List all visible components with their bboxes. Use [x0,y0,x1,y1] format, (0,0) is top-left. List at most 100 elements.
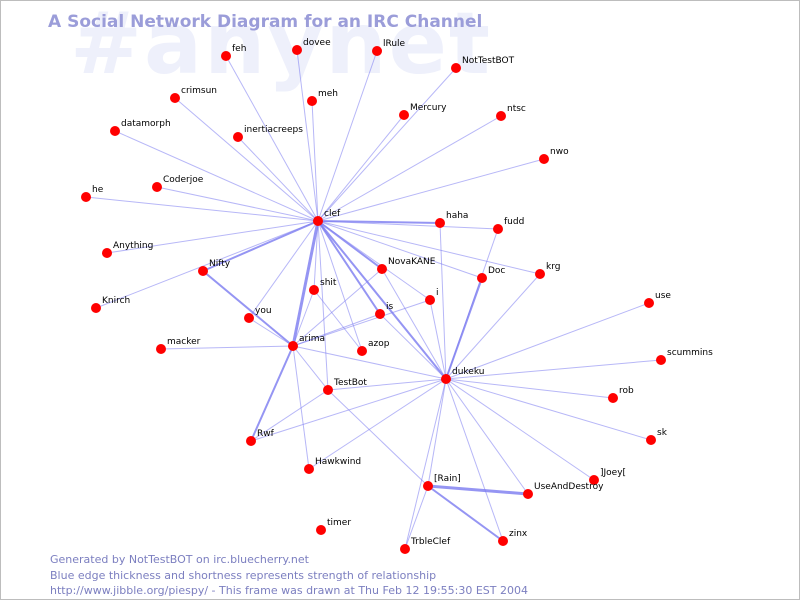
edge-clef-Nifty [202,220,319,272]
node-dot [156,344,166,354]
edge-TestBot-dukeku [327,378,447,391]
edge-[Rain]-UseAndDestroy [427,484,529,496]
node-[Rain]: [Rain] [423,474,461,491]
node-shit: shit [309,278,337,295]
node-inertiacreeps: inertiacreeps [233,125,303,142]
edge-clef-Mercury [317,114,405,222]
edge-clef-i [317,220,431,301]
node-label: datamorph [121,119,171,129]
node-lRule: lRule [372,39,406,56]
edge-clef-haha [317,220,441,224]
node-dot [535,269,545,279]
node-Rwf: Rwf [246,429,275,446]
node-label: dukeku [452,367,484,377]
node-sk: sk [646,428,668,445]
node-Nifty: Nifty [198,259,231,276]
node-dot [221,51,231,61]
node-dot [435,218,445,228]
node-dovee: dovee [292,38,331,55]
edge-TestBot-Rwf [250,389,329,442]
node-label: Doc [488,266,505,276]
edge-dukeku-sk [445,378,652,441]
node-azop: azop [357,339,390,356]
node-label: crimsun [181,86,217,96]
node-timer: timer [316,518,351,535]
edge-[Rain]-TrbleClef [404,485,429,550]
edge-dukeku-is [379,313,447,380]
edge-dukeku-Rwf [250,378,447,442]
node-dot [425,295,435,305]
node-dot [288,341,298,351]
node-dot [644,298,654,308]
node-dot [400,544,410,554]
edge-clef-TestBot [317,220,329,391]
edge-[Rain]-zinx [427,485,504,542]
node-dot [477,273,487,283]
edge-dukeku-krg [445,273,541,380]
edge-macker-arima [160,345,294,350]
node-label: Rwf [257,429,275,439]
node-fudd: fudd [493,217,524,234]
footer-timestamp: http://www.jibble.org/piespy/ - This fra… [50,584,529,597]
node-rob: rob [608,386,634,403]
edge-arima-dukeku [292,345,447,380]
node-label: Knirch [102,296,130,306]
edge-clef-feh [225,55,319,222]
node-label: fudd [504,217,524,227]
edge-you-arima [248,317,294,347]
node-Hawkwind: Hawkwind [304,457,361,474]
edge-clef-Knirch [95,220,319,309]
node-dot [523,489,533,499]
edge-dukeku-scummins [445,359,662,380]
node-label: i [436,288,439,298]
edge-arima-TestBot [292,345,329,391]
node-haha: haha [435,211,468,228]
edge-clef-krg [317,220,541,275]
node-label: ]Joey[ [600,468,626,478]
node-label: arima [299,334,325,344]
node-]Joey[: ]Joey[ [589,468,626,485]
edge-dukeku-use [445,302,650,380]
node-label: rob [619,386,634,396]
node-label: nwo [550,147,569,157]
node-dot [646,435,656,445]
node-Coderjoe: Coderjoe [152,175,204,192]
node-dot [357,346,367,356]
node-label: meh [318,89,338,99]
edge-clef-fudd [317,220,499,230]
node-label: TrbleClef [410,537,451,547]
node-dot [451,63,461,73]
node-label: NotTestBOT [462,56,515,66]
edge-clef-Anything [106,220,319,254]
node-label: scummins [667,348,713,358]
node-dot [309,285,319,295]
node-dot [539,154,549,164]
node-feh: feh [221,44,246,61]
edge-clef-dovee [296,49,319,222]
node-Knirch: Knirch [91,296,130,313]
node-clef: clef [313,209,341,226]
node-label: he [92,185,104,195]
node-dot [233,132,243,142]
edge-clef-ntsc [317,115,502,222]
node-dot [372,46,382,56]
node-label: feh [232,44,246,54]
node-crimsun: crimsun [170,86,217,103]
node-label: azop [368,339,390,349]
node-dot [496,111,506,121]
node-dot [608,393,618,403]
node-meh: meh [307,89,338,106]
node-TestBot: TestBot [323,378,367,395]
edge-TestBot-[Rain] [327,389,429,487]
node-Anything: Anything [102,241,153,258]
node-UseAndDestroy: UseAndDestroy [523,482,604,499]
node-dot [244,313,254,323]
node-dot [292,45,302,55]
node-dot [307,96,317,106]
node-label: Nifty [209,259,231,269]
edge-dukeku-i [429,299,447,380]
node-dot [323,385,333,395]
edge-clef-meh [311,100,319,222]
node-label: use [655,291,671,301]
